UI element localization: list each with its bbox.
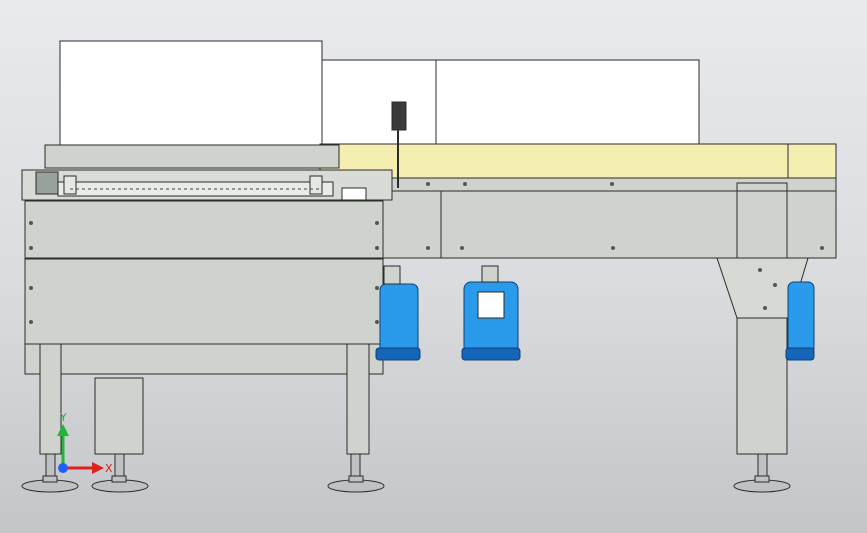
rail-clamp-left [35,171,59,195]
chain-track [57,181,334,197]
connector-block [341,187,367,201]
top-cover-left [59,40,323,153]
left-top-plate [44,144,340,169]
motor-junction-box [477,291,505,319]
right-side-frame [382,177,837,259]
leveling-foot-2 [91,453,149,493]
motor-1 [375,265,421,361]
top-cover-right [435,59,700,146]
leg-1 [39,343,62,455]
left-upper-frame [24,200,384,259]
leveling-foot-4 [733,453,791,493]
motors [375,265,815,361]
photoelectric-sensor-icon [391,101,407,131]
right-leg-post [736,182,788,259]
motor-2 [461,265,521,361]
top-cover-middle [321,59,437,146]
belt-surface [319,143,837,179]
leg-3 [346,343,370,455]
motor-3 [785,281,815,361]
x-axis-label: X [105,462,113,475]
left-lower-frame [24,258,384,345]
leg-2 [94,377,144,455]
coordinate-triad-icon: Y X [57,411,113,475]
leveling-feet [21,453,791,493]
left-bottom-rail [24,343,384,375]
leveling-foot-3 [327,453,385,493]
y-axis-label: Y [59,411,67,424]
leveling-foot-1 [21,453,79,493]
